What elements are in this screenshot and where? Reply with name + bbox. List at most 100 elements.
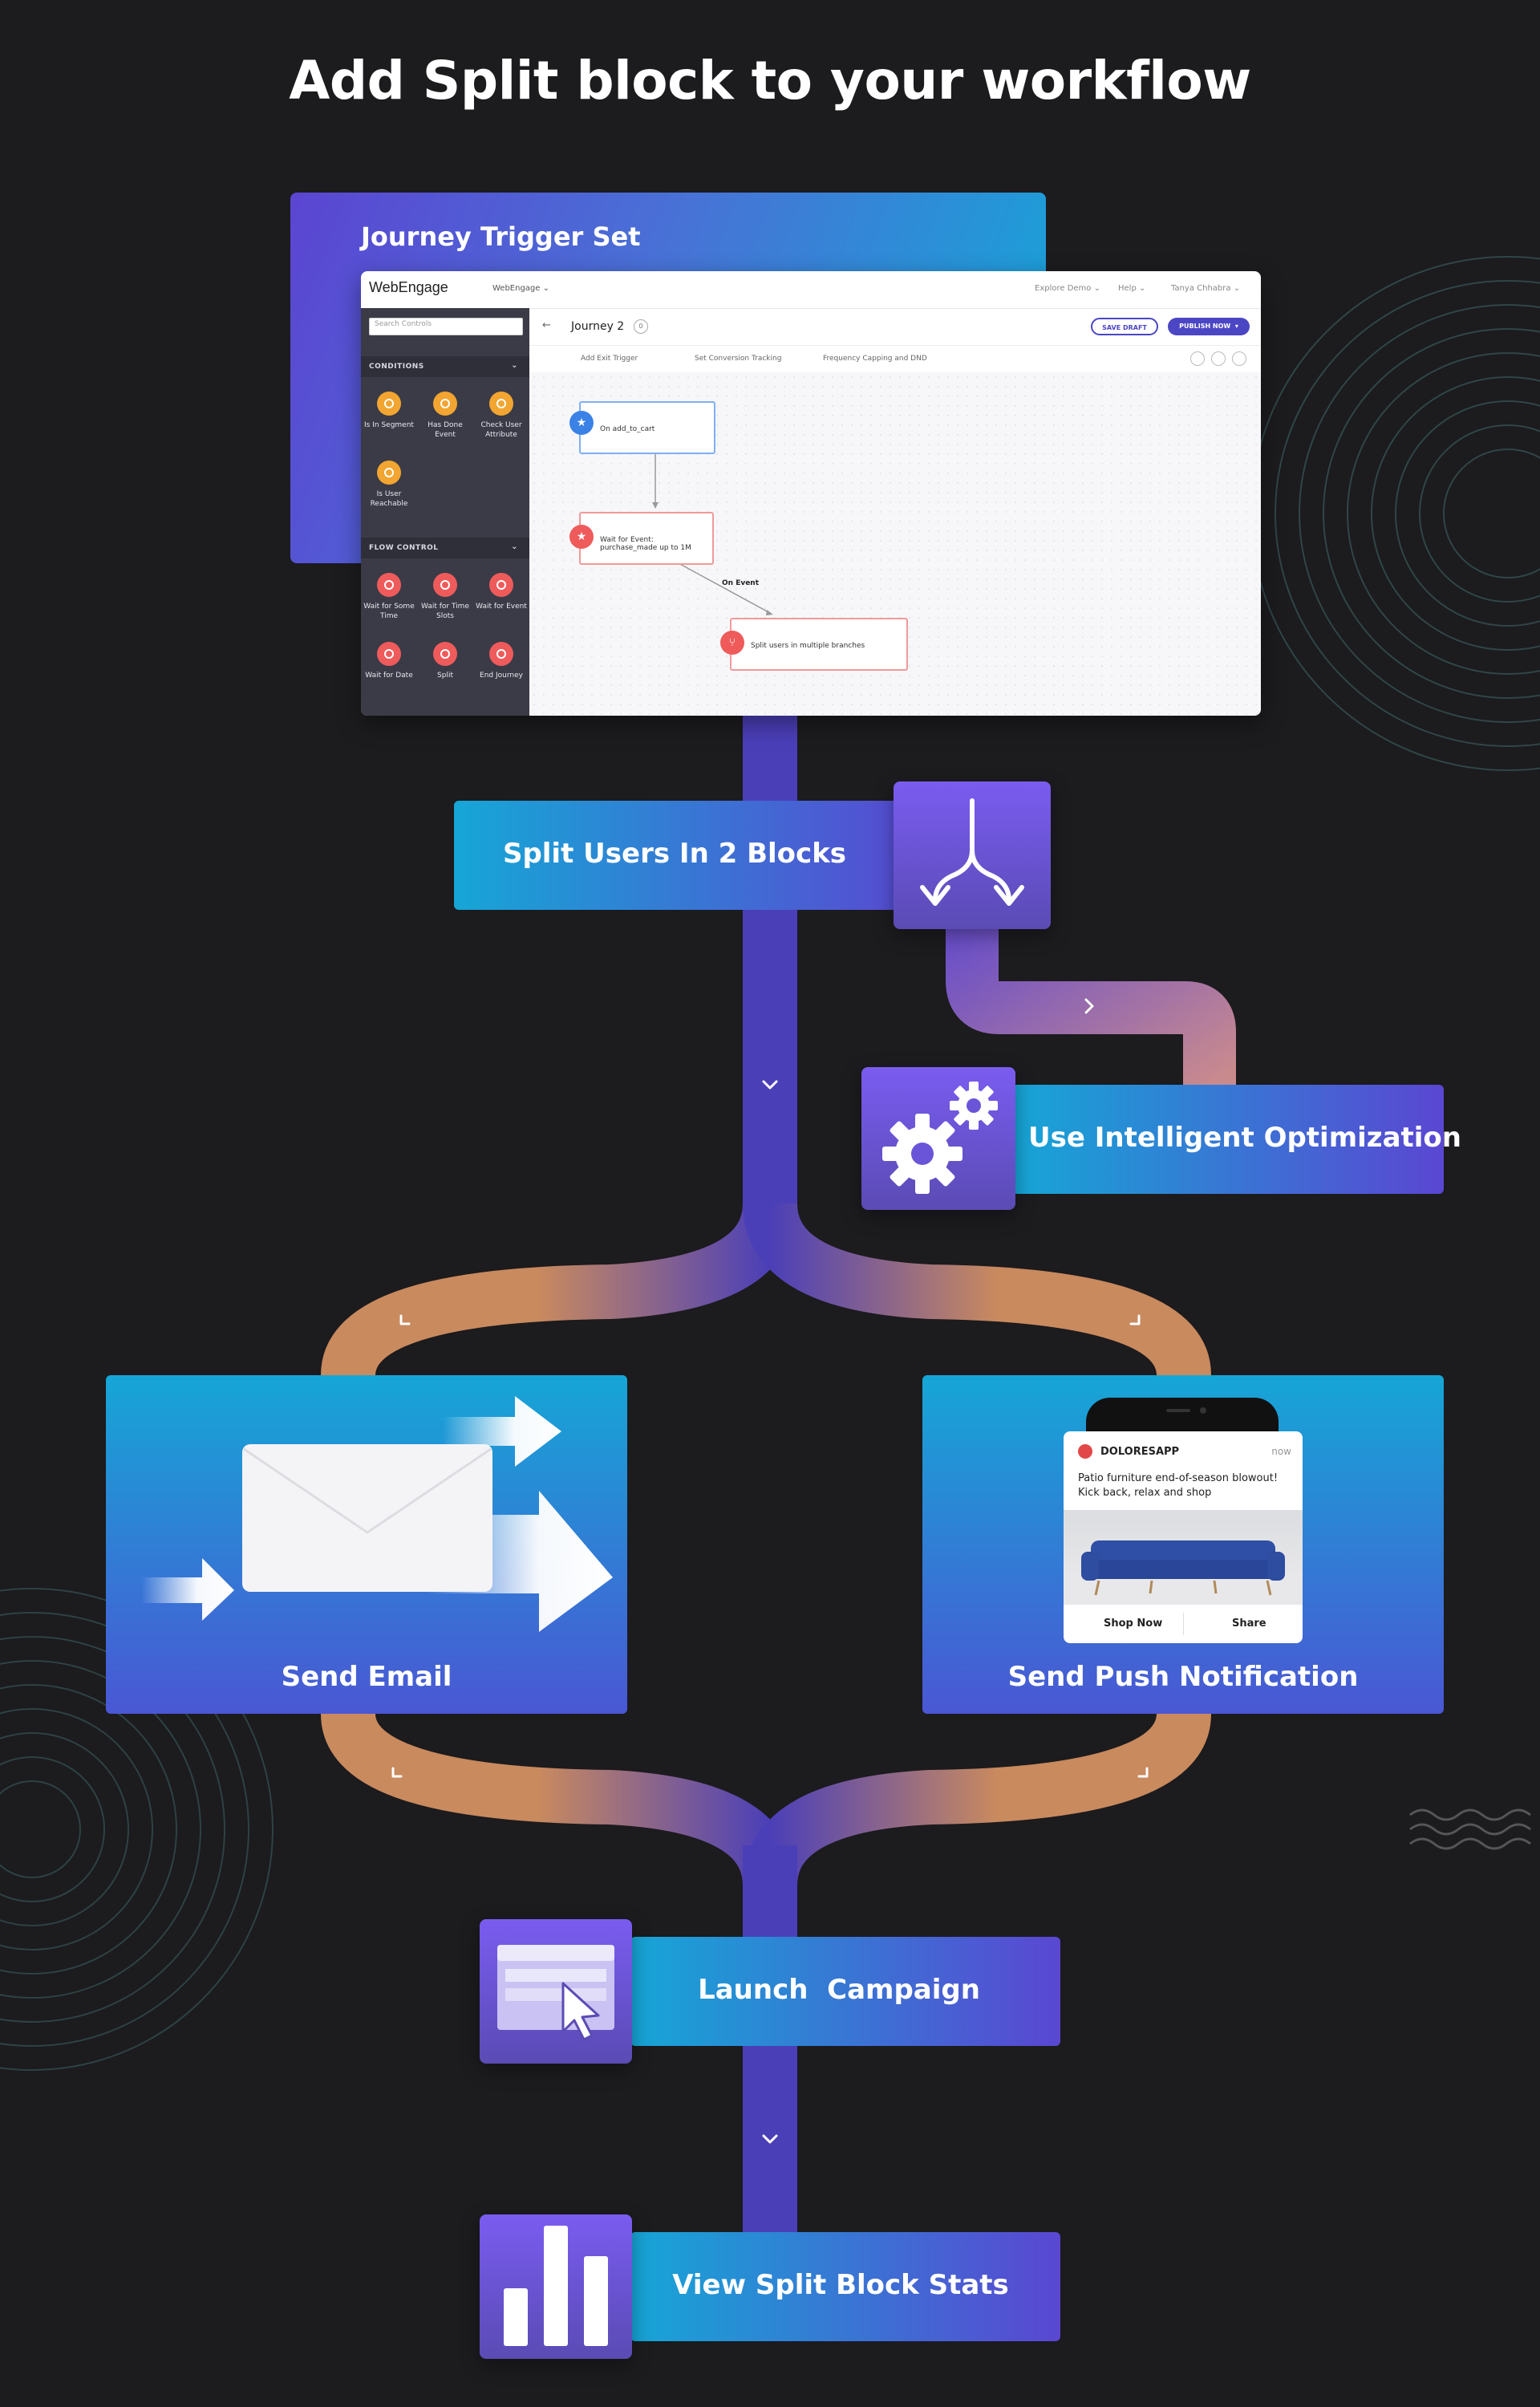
chevron-down-icon: ⌄ [511,361,518,370]
chevron-icon [399,1314,411,1325]
merge-push [743,1711,1211,1887]
star-icon [489,573,513,597]
webengage-screenshot: WebEngage WebEngage ⌄ Explore Demo ⌄ Hel… [361,271,1261,716]
brand-logo: WebEngage [369,279,448,295]
branch-push [743,1202,1211,1378]
chevron-icon [391,1767,403,1778]
view-stats-label: View Split Block Stats [672,2269,1009,2301]
chevron-right-icon [1084,998,1094,1014]
controls-sidebar: Search Controls CONDITIONS⌄ Is In Segmen… [361,308,529,716]
cursor-icon [480,1919,632,2064]
merge-email [321,1711,797,1887]
back-arrow-icon[interactable]: ← [542,319,551,331]
push-notification[interactable]: DOLORESAPP now Patio furniture end-of-se… [1064,1431,1303,1643]
envelope-icon [242,1444,492,1592]
flow-control-section[interactable]: FLOW CONTROL⌄ [361,538,529,558]
split-icon [894,781,1051,929]
notification-app-name: DOLORESAPP [1100,1446,1180,1458]
chevron-icon [1137,1767,1149,1778]
edge-label: On Event [722,579,760,587]
sofa-image [1064,1510,1303,1605]
decorative-rings-left [0,1588,274,2071]
intelligent-optimization-card [1012,1085,1444,1194]
node-wait-event[interactable]: Wait for Event: purchase_made up to 1M [579,512,714,565]
search-controls-input[interactable]: Search Controls [369,318,523,335]
branch-email [321,1202,797,1378]
user-icon [489,392,513,416]
launch-campaign-label: Launch Campaign [698,1974,980,2006]
calendar-icon [377,642,401,666]
split-icon [433,642,457,666]
star-icon: ★ [569,525,594,549]
phone-icon [377,461,401,485]
journey-toolbar: ← Journey 2 0 SAVE DRAFT PUBLISH NOW ▾ [529,308,1261,346]
nav-help[interactable]: Help ⌄ [1118,284,1146,293]
tab-add-exit-trigger[interactable]: Add Exit Trigger [581,355,638,363]
trunk-upper [743,716,797,1229]
conditions-section[interactable]: CONDITIONS⌄ [361,356,529,377]
trunk-lower [743,1845,797,2263]
timer-icon [433,573,457,597]
tab-frequency-capping[interactable]: Frequency Capping and DND [823,355,927,363]
email-illustration [141,1396,613,1632]
decorative-waves [1409,1808,1531,1850]
tool-wait-time-slots[interactable]: Wait for Time Slots [417,573,473,621]
settings-icon[interactable] [1232,351,1246,366]
tool-is-user-reachable[interactable]: Is User Reachable [361,461,417,509]
nav-explore-demo[interactable]: Explore Demo ⌄ [1035,284,1100,293]
camera-icon[interactable] [1190,351,1205,366]
split-users-label: Split Users In 2 Blocks [502,838,847,870]
chevron-icon [1129,1314,1141,1325]
notification-time: now [1271,1446,1291,1457]
clock-icon [377,573,401,597]
nav-user[interactable]: Tanya Chhabra ⌄ [1171,284,1241,293]
send-push-label: Send Push Notification [1007,1661,1359,1693]
split-icon: ⑂ [720,631,744,655]
tool-is-in-segment[interactable]: Is In Segment [361,392,417,430]
journey-status-badge: 0 [634,319,648,334]
tool-end-journey[interactable]: End Journey [473,642,529,680]
tool-wait-some-time[interactable]: Wait for Some Time [361,573,417,621]
star-icon: ★ [569,411,594,435]
power-icon [489,642,513,666]
segment-icon [377,392,401,416]
journey-subbar: Add Exit Trigger Set Conversion Tracking… [529,345,1261,373]
filter-icon[interactable] [1211,351,1226,366]
page-title: Add Split block to your workflow [289,50,1251,112]
node-split[interactable]: Split users in multiple branches [730,618,908,671]
intelligent-optimization-label: Use Intelligent Optimization [1028,1122,1461,1154]
arrow-icon [141,1558,234,1621]
tab-set-conversion-tracking[interactable]: Set Conversion Tracking [695,355,782,363]
tool-has-done-event[interactable]: Has Done Event [417,392,473,440]
tool-wait-date[interactable]: Wait for Date [361,642,417,680]
bar-chart-icon [480,2214,632,2359]
chevron-down-icon [762,2134,778,2144]
journey-name: Journey 2 [571,320,625,333]
chevron-down-icon: ⌄ [511,542,518,551]
app-topbar: WebEngage WebEngage ⌄ Explore Demo ⌄ Hel… [361,271,1261,309]
journey-canvas: On add_to_cart ★ Wait for Event: purchas… [529,372,1261,716]
arrow-icon [443,1396,561,1467]
tool-check-user-attribute[interactable]: Check User Attribute [473,392,529,440]
launch-campaign-card [630,1937,1060,2046]
view-stats-card [630,2232,1060,2341]
canvas-connectors [652,451,773,615]
journey-trigger-title: Journey Trigger Set [361,221,641,252]
app-logo-icon [1078,1444,1092,1459]
tool-split[interactable]: Split [417,642,473,680]
star-icon [433,392,457,416]
gear-icon [861,1067,1015,1210]
split-users-card [454,801,932,910]
tool-wait-event[interactable]: Wait for Event [473,573,529,611]
publish-now-button[interactable]: PUBLISH NOW ▾ [1168,318,1250,335]
decorative-rings-right [1250,256,1540,771]
chevron-down-icon [762,1080,778,1090]
send-email-card [106,1375,627,1714]
save-draft-button[interactable]: SAVE DRAFT [1091,318,1158,335]
notification-body: Patio furniture end-of-season blowout! K… [1078,1472,1279,1499]
workspace-select[interactable]: WebEngage ⌄ [492,284,549,293]
shop-now-button[interactable]: Shop Now [1104,1618,1163,1630]
node-trigger[interactable]: On add_to_cart [579,401,715,454]
share-button[interactable]: Share [1232,1618,1266,1630]
send-email-label: Send Email [281,1661,452,1693]
